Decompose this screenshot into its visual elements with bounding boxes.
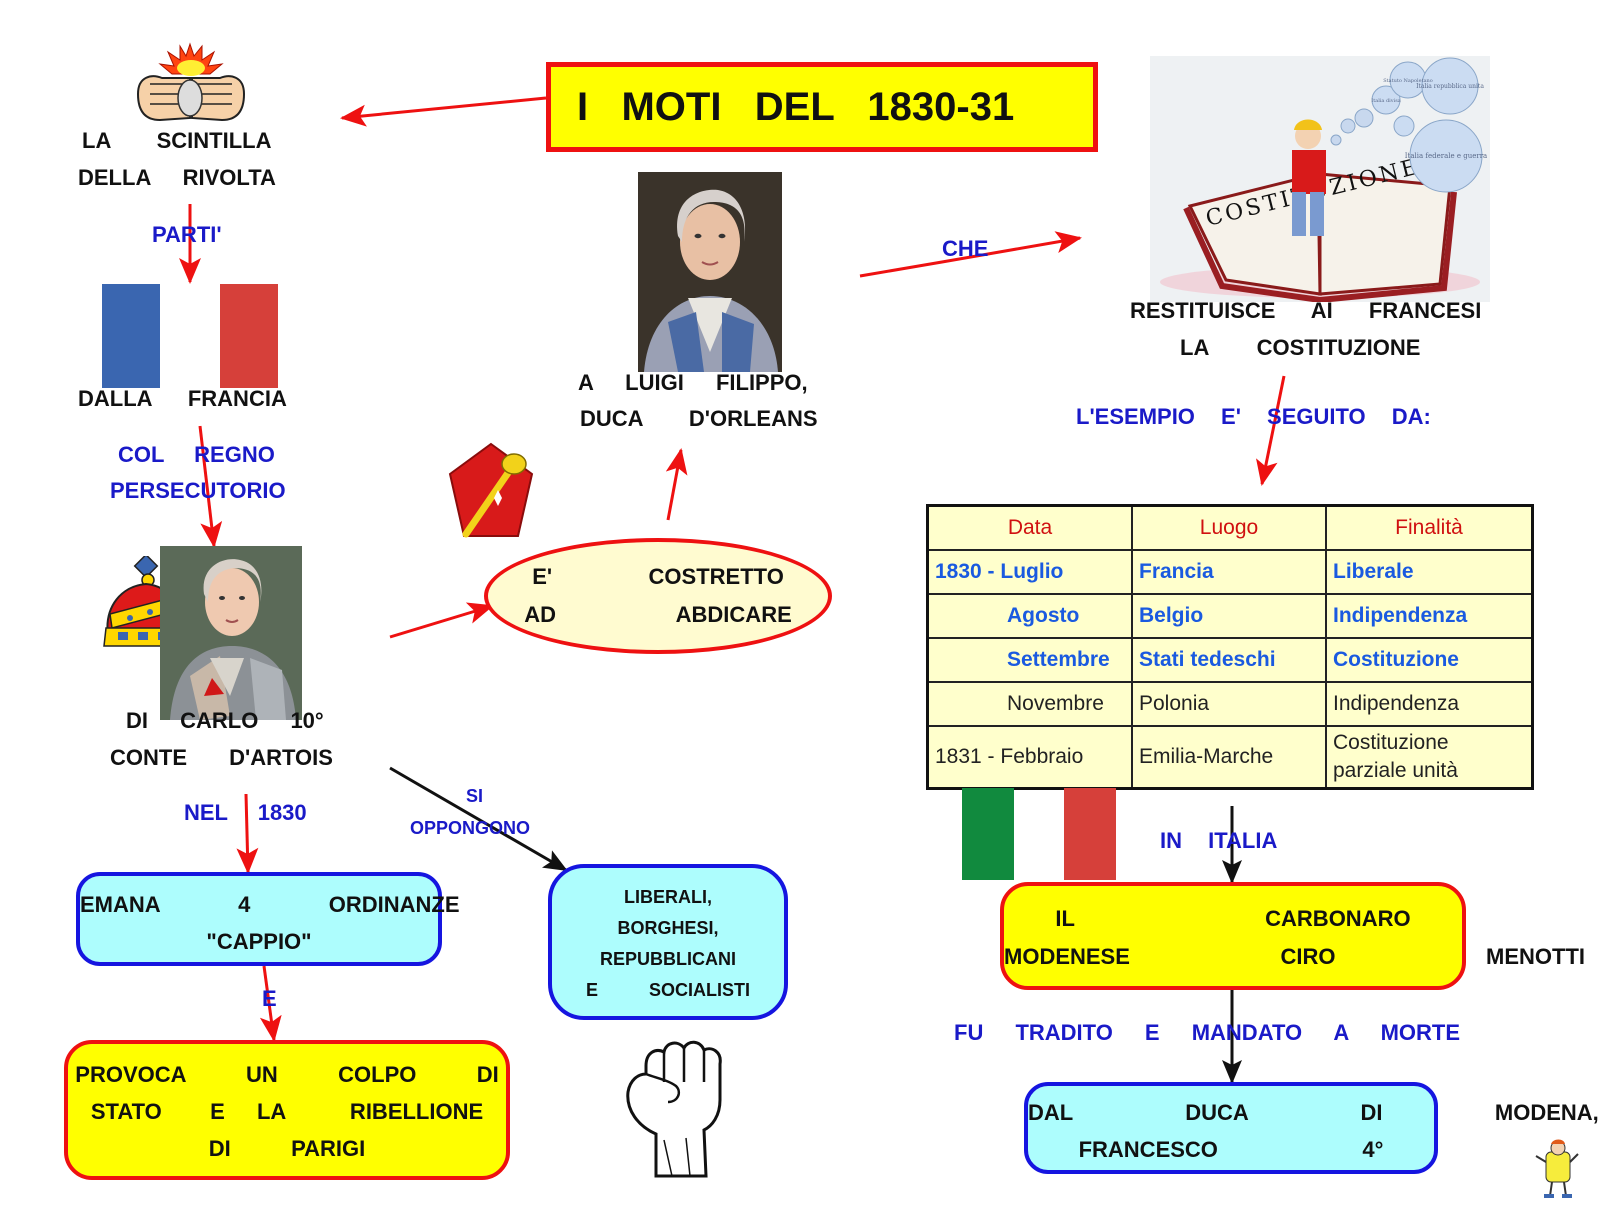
- coup-line-3: DI PARIGI: [208, 1136, 366, 1161]
- esempio-label: L'ESEMPIO E' SEGUITO DA:: [1076, 404, 1431, 429]
- arrow-carlo-to-decrees: [236, 793, 259, 874]
- spark-line-2: DELLA RIVOLTA: [78, 165, 276, 190]
- table-row: 1831 - Febbraio Emilia-Marche Costituzio…: [926, 725, 1534, 789]
- table-row: Agosto Belgio Indipendenza: [926, 593, 1534, 639]
- arrow-france-to-carlo: [198, 425, 223, 548]
- e-label: E: [262, 986, 277, 1011]
- carlo-line-2: CONTE D'ARTOIS: [110, 745, 333, 770]
- nel-1830-label: NEL 1830: [184, 800, 307, 825]
- duke-line-1: DAL DUCA DI MODENA,: [1028, 1100, 1599, 1125]
- fists-clash-icon: [132, 40, 250, 126]
- tradito-label: FU TRADITO E MANDATO A MORTE: [954, 1020, 1461, 1045]
- cell-data: Agosto: [926, 593, 1133, 639]
- header-luogo: Luogo: [1131, 504, 1327, 551]
- abdicate-line-1: E' COSTRETTO: [532, 564, 784, 589]
- cell-finalita: Costituzione: [1325, 637, 1534, 683]
- cell-luogo: Belgio: [1131, 593, 1327, 639]
- opponents-line-4: E SOCIALISTI: [585, 980, 750, 1000]
- arrow-luigi-to-constitution: [859, 231, 1082, 278]
- carbonaro-line-1: IL CARBONARO: [1055, 906, 1411, 931]
- luigi-filippo-portrait: [638, 172, 782, 372]
- decrees-box: EMANA 4 ORDINANZE "CAPPIO": [76, 872, 460, 966]
- bubble-text-3: Italia repubblica unita: [1416, 83, 1484, 90]
- oppongono-label: OPPONGONO: [410, 818, 531, 838]
- table-row: Novembre Polonia Indipendenza: [926, 681, 1534, 727]
- bubble-text-4: Italia federale e guerra: [1405, 152, 1487, 160]
- luigi-line-1: A LUIGI FILIPPO,: [578, 370, 808, 395]
- cell-luogo: Francia: [1131, 549, 1327, 595]
- si-label: SI: [466, 786, 484, 806]
- duke-box: DAL DUCA DI MODENA, FRANCESCO 4°: [1024, 1082, 1599, 1174]
- restituisce-line-2: LA COSTITUZIONE: [1180, 335, 1421, 360]
- cell-data: Novembre: [926, 681, 1133, 727]
- arrow-title-to-spark: [340, 96, 547, 127]
- persecutorio-label: PERSECUTORIO: [110, 478, 286, 503]
- coup-box: PROVOCA UN COLPO DI STATO E LA RIBELLION…: [64, 1040, 510, 1180]
- cell-luogo: Stati tedeschi: [1131, 637, 1327, 683]
- coup-line-2: STATO E LA RIBELLIONE: [90, 1099, 484, 1124]
- duke-line-2: FRANCESCO 4°: [1078, 1137, 1384, 1162]
- col-regno-label: COL REGNO: [118, 442, 275, 467]
- parti-label: PARTI': [152, 222, 222, 247]
- in-italia-label: IN ITALIA: [1160, 828, 1278, 853]
- scepter-icon: [446, 440, 536, 544]
- france-flag-blue: [102, 284, 160, 388]
- arrow-carlo-to-abdicate: [389, 602, 494, 639]
- decrees-line-1: EMANA 4 ORDINANZE: [80, 892, 460, 917]
- luigi-line-2: DUCA D'ORLEANS: [580, 406, 818, 431]
- cell-data: 1830 - Luglio: [926, 549, 1133, 595]
- header-data: Data: [926, 504, 1133, 551]
- carbonaro-line-2: MODENESE CIRO MENOTTI: [1004, 944, 1586, 969]
- arrow-decrees-to-coup: [259, 965, 282, 1042]
- mascot-icon: [1534, 1138, 1580, 1200]
- map-title: I MOTI DEL 1830-31: [546, 62, 1098, 152]
- raised-fist-icon: [616, 1030, 734, 1178]
- table-header-row: Data Luogo Finalità: [926, 504, 1534, 551]
- carbonaro-box: IL CARBONARO MODENESE CIRO MENOTTI: [1000, 882, 1586, 990]
- che-label: CHE: [942, 236, 989, 261]
- spark-line-1: LA SCINTILLA: [82, 128, 272, 153]
- arrow-abdicate-to-luigi: [665, 448, 688, 521]
- abdicate-line-2: AD ABDICARE: [524, 602, 792, 627]
- uprisings-table: Data Luogo Finalità 1830 - Luglio Franci…: [926, 504, 1534, 790]
- cell-data: Settembre: [926, 637, 1133, 683]
- restituisce-line-1: RESTITUISCE AI FRANCESI: [1130, 298, 1482, 323]
- carlo-line-1: DI CARLO 10°: [126, 708, 324, 733]
- opponents-box: LIBERALI, BORGHESI, REPUBBLICANI E SOCIA…: [548, 864, 788, 1020]
- italy-flag-red: [1064, 788, 1116, 880]
- cell-luogo: Emilia-Marche: [1131, 725, 1327, 789]
- cell-finalita: Indipendenza: [1325, 593, 1534, 639]
- italy-flag-green: [962, 788, 1014, 880]
- arrow-constitution-to-table: [1256, 375, 1286, 486]
- dalla-francia-label: DALLA FRANCIA: [78, 386, 287, 411]
- opponents-line-1: LIBERALI,: [624, 887, 712, 907]
- opponents-line-3: REPUBBLICANI: [599, 949, 736, 969]
- cell-finalita: Costituzione parziale unità: [1325, 725, 1534, 789]
- carlo-x-portrait: [160, 546, 302, 720]
- decrees-line-2: "CAPPIO": [206, 929, 312, 954]
- table-row: 1830 - Luglio Francia Liberale: [926, 549, 1534, 595]
- opponents-line-2: BORGHESI,: [617, 918, 719, 938]
- bubble-text-1: Italia divisa: [1371, 98, 1401, 104]
- abdicate-ellipse: E' COSTRETTO AD ABDICARE: [484, 538, 832, 654]
- header-finalita: Finalità: [1325, 504, 1534, 551]
- arrow-carlo-to-opponents: [389, 766, 568, 872]
- bubble-text-2: Statuto Napoletano: [1383, 78, 1433, 84]
- cell-finalita: Indipendenza: [1325, 681, 1534, 727]
- cell-luogo: Polonia: [1131, 681, 1327, 727]
- cell-finalita: Liberale: [1325, 549, 1534, 595]
- france-flag-red: [220, 284, 278, 388]
- cell-data: 1831 - Febbraio: [926, 725, 1133, 789]
- coup-line-1: PROVOCA UN COLPO DI: [75, 1062, 499, 1087]
- table-row: Settembre Stati tedeschi Costituzione: [926, 637, 1534, 683]
- constitution-illustration: COSTITUZIONE Italia divisa Statuto Napol…: [1150, 56, 1490, 304]
